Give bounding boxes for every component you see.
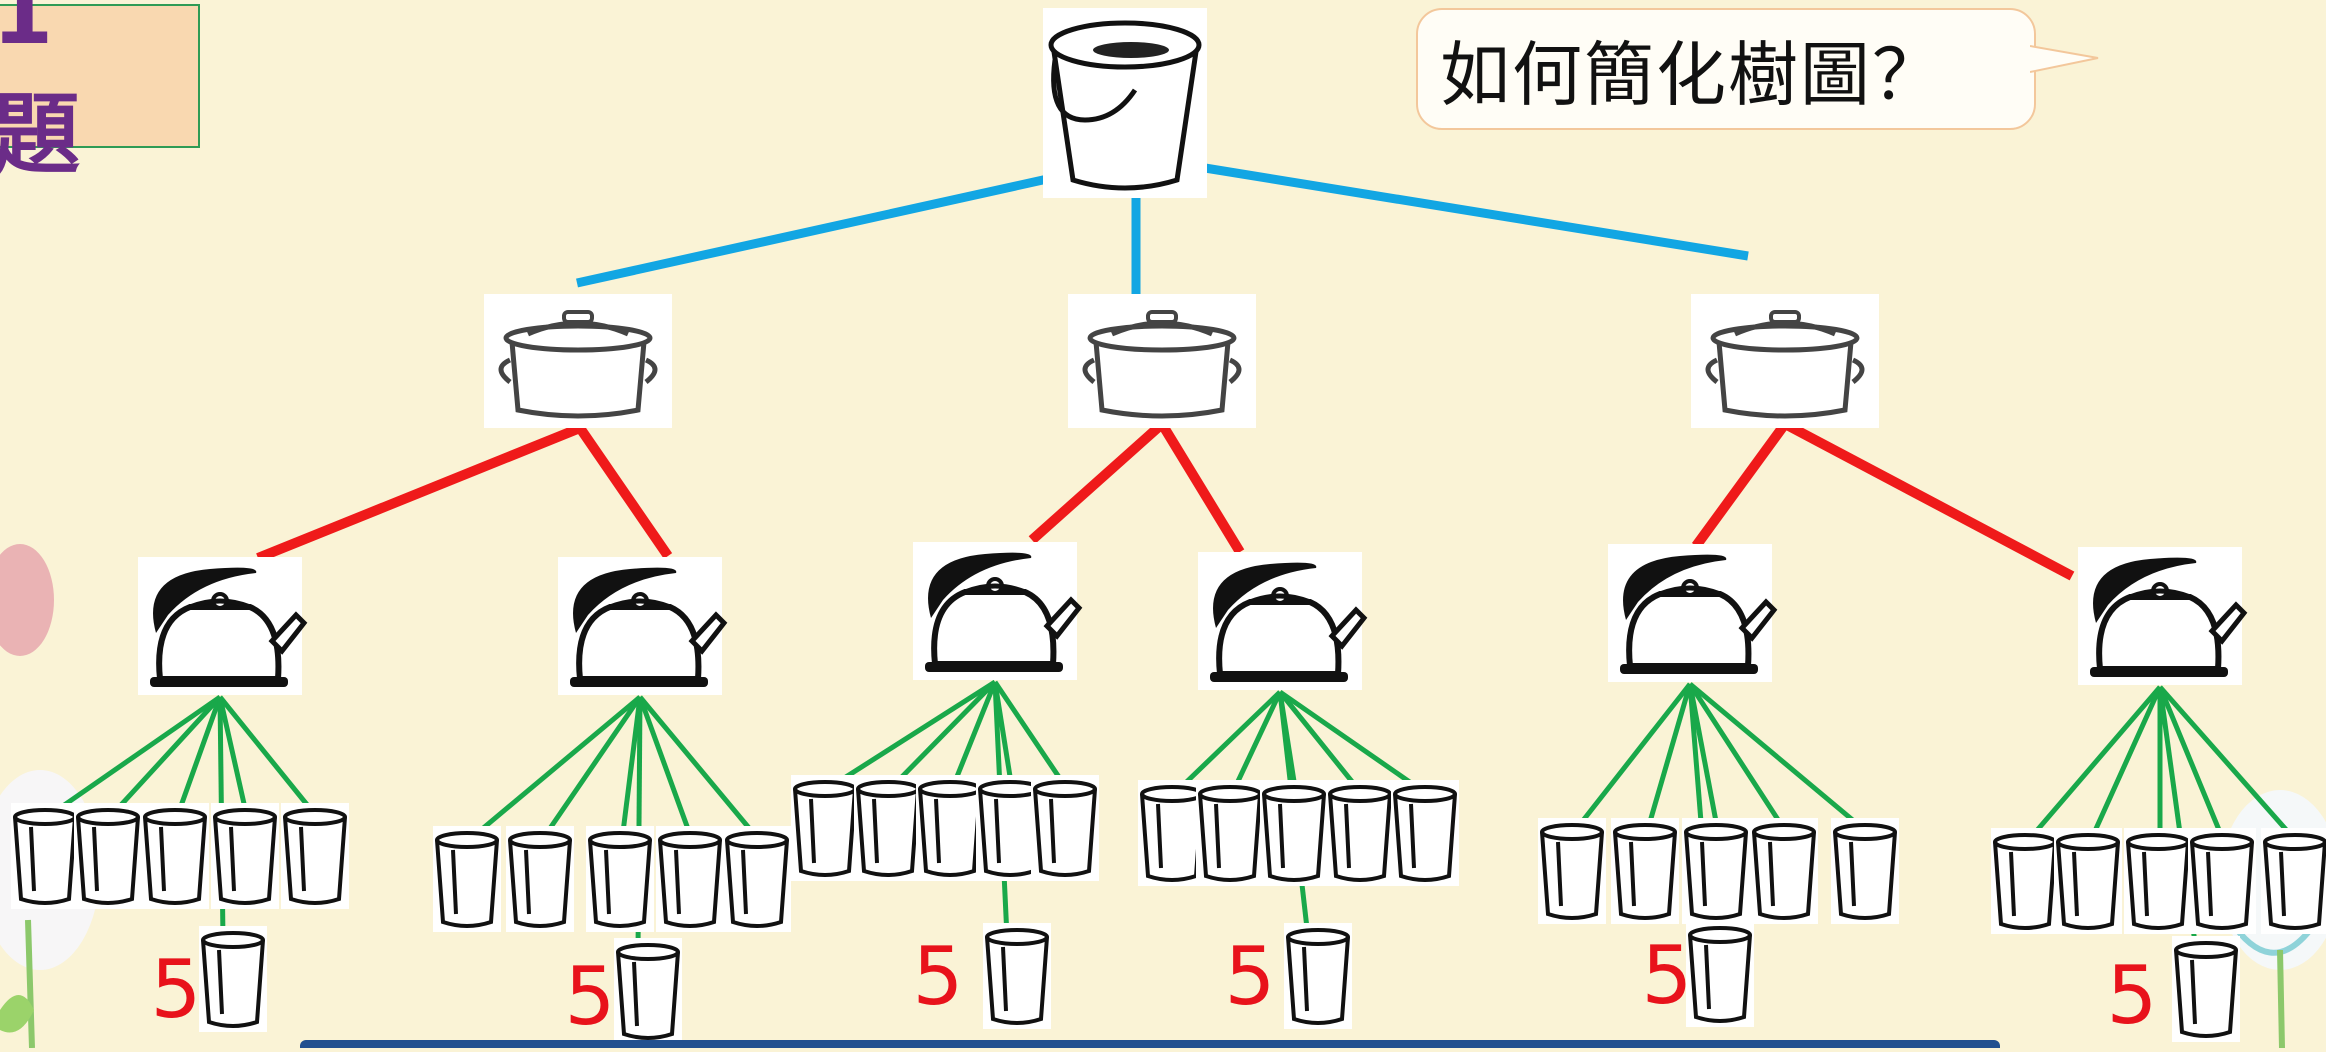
edge-pot-kettle-1	[256, 423, 582, 563]
speech-bubble-text: 如何簡化樹圖？	[1440, 33, 1944, 116]
cup-icon	[656, 826, 724, 932]
edge-kettle-cup-5-1	[1572, 682, 1692, 834]
cup-count-label: 5	[565, 950, 616, 1043]
bottom-answer-bar	[300, 1040, 2000, 1048]
edge-kettle-cup-2-1	[467, 695, 642, 842]
question-number: 1題	[0, 0, 81, 186]
cup-icon	[1831, 818, 1899, 924]
cup-icon	[199, 926, 267, 1032]
question-number-box: 1題	[0, 0, 200, 186]
pot-icon	[484, 294, 672, 428]
kettle-icon	[558, 557, 728, 695]
cup-icon	[614, 938, 682, 1044]
cup-icon	[1538, 818, 1606, 924]
speech-bubble: 如何簡化樹圖？	[1416, 8, 2099, 130]
edge-kettle-cup-2-4	[637, 696, 695, 841]
cup-icon	[1611, 818, 1679, 924]
cup-icon	[2261, 828, 2326, 934]
cup-icon	[1991, 828, 2059, 934]
bucket-icon	[1043, 8, 1207, 198]
edge-kettle-cup-1-3	[174, 696, 223, 818]
cup-icon	[1682, 818, 1750, 924]
edge-kettle-cup-3-3	[949, 681, 998, 790]
edge-kettle-cup-1-5	[218, 695, 319, 819]
cup-icon	[586, 826, 654, 932]
cup-icon	[2054, 828, 2122, 934]
edge-kettle-cup-6-2	[2087, 685, 2163, 844]
edge-pot-kettle-3	[1028, 420, 1166, 544]
cup-icon	[983, 923, 1051, 1029]
kettle-icon	[913, 542, 1083, 680]
cup-icon	[1750, 818, 1818, 924]
cup-count-label: 5	[151, 943, 202, 1036]
pot-icon	[1068, 294, 1256, 428]
cup-icon	[854, 775, 922, 881]
edge-pot-kettle-5	[1691, 421, 1790, 549]
cup-icon	[1326, 780, 1394, 886]
cup-count-label: 5	[913, 930, 964, 1023]
edge-kettle-cup-4-1	[1172, 690, 1282, 796]
cup-icon	[1686, 921, 1754, 1027]
edge-pot-kettle-2	[575, 425, 673, 559]
cup-icon	[506, 826, 574, 932]
edge-kettle-cup-3-2	[888, 680, 997, 791]
edge-bucket-pot-3	[1204, 163, 1749, 261]
cup-icon	[211, 803, 279, 909]
edge-kettle-cup-1-2	[108, 695, 222, 819]
edge-pot-kettle-4	[1157, 421, 1245, 555]
edge-kettle-cup-4-2	[1229, 690, 1283, 796]
edge-kettle-cup-5-3	[1687, 683, 1721, 833]
kettle-icon	[1608, 544, 1778, 682]
cup-icon	[11, 803, 79, 909]
cup-icon	[2172, 936, 2240, 1042]
edge-kettle-cup-3-5	[992, 680, 1070, 791]
cup-count-label: 5	[1225, 930, 1276, 1023]
kettle-icon	[2078, 547, 2248, 685]
edge-kettle-cup-6-1	[2025, 685, 2162, 844]
cup-icon	[2188, 828, 2256, 934]
cup-icon	[433, 826, 501, 932]
edge-pot-kettle-6	[1782, 419, 2075, 581]
cup-icon	[723, 826, 791, 932]
edge-kettle-cup-1-1	[45, 694, 222, 820]
cup-icon	[1284, 923, 1352, 1029]
cup-icon	[1031, 775, 1099, 881]
edge-kettle-cup-6-4	[2157, 686, 2227, 843]
edge-kettle-cup-2-2	[539, 695, 643, 842]
cup-count-label: 5	[2107, 949, 2158, 1042]
cup-icon	[1391, 780, 1459, 886]
cup-icon	[1260, 780, 1328, 886]
cup-icon	[2124, 828, 2192, 934]
edge-bucket-pot-1	[576, 169, 1071, 288]
edge-kettle-cup-2-5	[638, 695, 761, 842]
pot-icon	[1691, 294, 1879, 428]
edge-kettle-cup-5-4	[1687, 682, 1789, 834]
cup-icon	[74, 803, 142, 909]
edge-kettle-cup-4-4	[1278, 690, 1364, 796]
kettle-icon	[138, 557, 308, 695]
edge-kettle-cup-5-2	[1644, 683, 1693, 833]
cup-count-label: 5	[1642, 929, 1693, 1022]
edge-kettle-cup-6-5	[2158, 685, 2299, 844]
kettle-icon	[1198, 552, 1368, 690]
cup-icon	[791, 775, 859, 881]
cup-icon	[1196, 780, 1264, 886]
edge-kettle-cup-3-1	[825, 679, 997, 792]
edge-kettle-cup-5-5	[1688, 682, 1869, 834]
cup-icon	[281, 803, 349, 909]
edge-kettle-cup-1-4	[217, 696, 250, 818]
cup-icon	[141, 803, 209, 909]
speech-bubble-tail	[2030, 45, 2099, 73]
cup-icon	[1138, 780, 1206, 886]
cup-icon	[916, 775, 984, 881]
edge-kettle-cup-2-3	[619, 696, 643, 841]
edge-kettle-cup-4-5	[1278, 689, 1429, 797]
